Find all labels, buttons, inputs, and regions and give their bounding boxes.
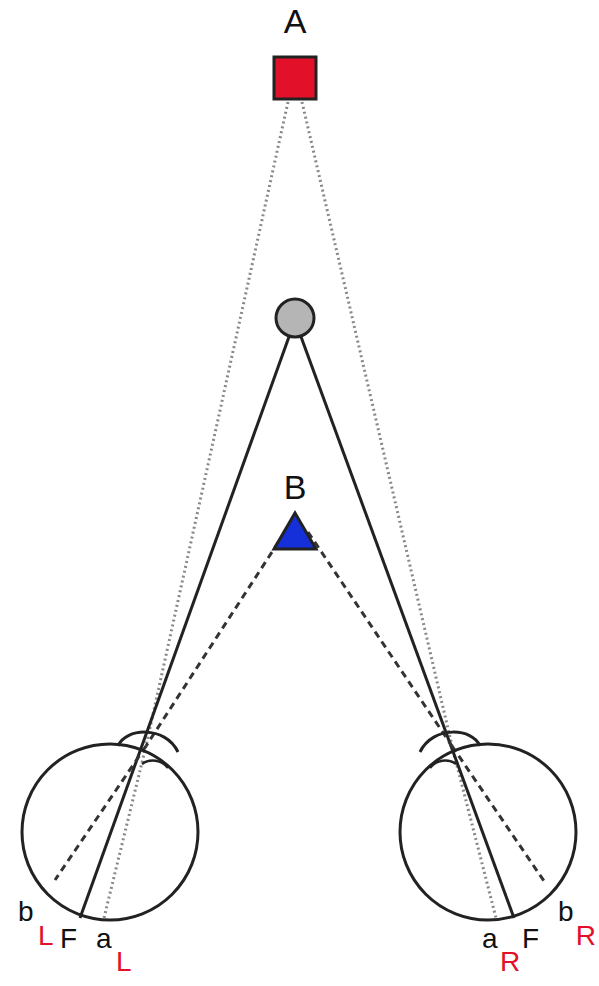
retina-point: b — [18, 898, 34, 926]
fovea-label: F — [522, 925, 539, 953]
fixation-point — [276, 299, 314, 337]
square-symbol — [272, 55, 318, 101]
sight-line — [452, 746, 496, 918]
target-triangle: B — [265, 470, 325, 552]
point-label: B — [284, 470, 307, 504]
retina-point: a — [96, 925, 112, 953]
eye-subscript: L — [116, 948, 132, 976]
eye-subscript: R — [500, 948, 520, 976]
fixation-line — [300, 334, 514, 918]
sight-line — [302, 102, 452, 746]
sight-line — [308, 532, 452, 746]
sight-line — [146, 102, 288, 746]
retina-point: a — [482, 925, 498, 953]
fixation-line — [80, 334, 290, 918]
sight-line — [146, 532, 285, 746]
lens — [142, 761, 168, 768]
cornea — [118, 732, 178, 752]
eye-subscript: L — [38, 922, 54, 950]
triangle-symbol — [271, 510, 319, 552]
fovea-label: F — [60, 925, 77, 953]
eye-subscript: R — [576, 922, 596, 950]
target-square: A — [265, 4, 325, 101]
retina-point: b — [558, 898, 574, 926]
sight-line — [452, 746, 546, 884]
cornea — [420, 732, 480, 752]
sight-line — [55, 746, 146, 880]
point-label: A — [284, 4, 307, 38]
lens — [430, 761, 456, 768]
eyeball — [400, 744, 576, 920]
eyeball — [22, 744, 198, 920]
